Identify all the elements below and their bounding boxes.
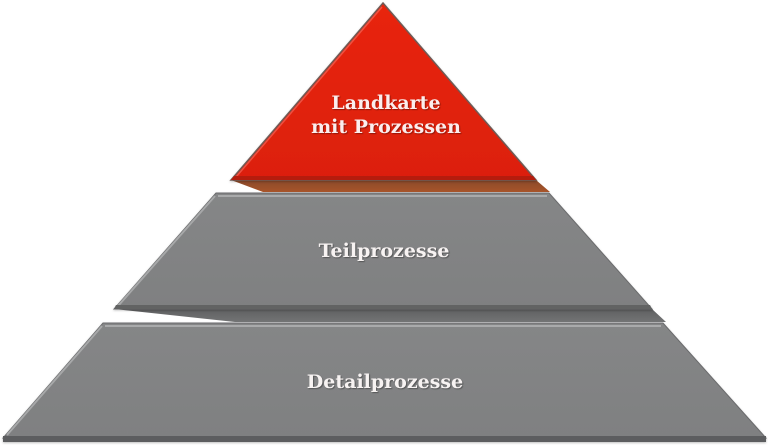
pyramid-level-bottom <box>1 322 768 442</box>
pyramid-label-top-line1: Landkarte <box>331 92 441 114</box>
pyramid-label-middle: Teilprozesse <box>318 240 450 262</box>
pyramid-level-middle <box>112 192 654 310</box>
pyramid-level-top-bevel <box>231 180 550 192</box>
pyramid-level-top <box>229 1 538 181</box>
pyramid-label-top-line2: mit Prozessen <box>311 115 461 138</box>
pyramid-label-top: Landkarte mit Prozessen <box>311 92 461 140</box>
pyramid-level-middle-bevel <box>114 309 666 322</box>
pyramid-label-bottom: Detailprozesse <box>306 371 464 393</box>
